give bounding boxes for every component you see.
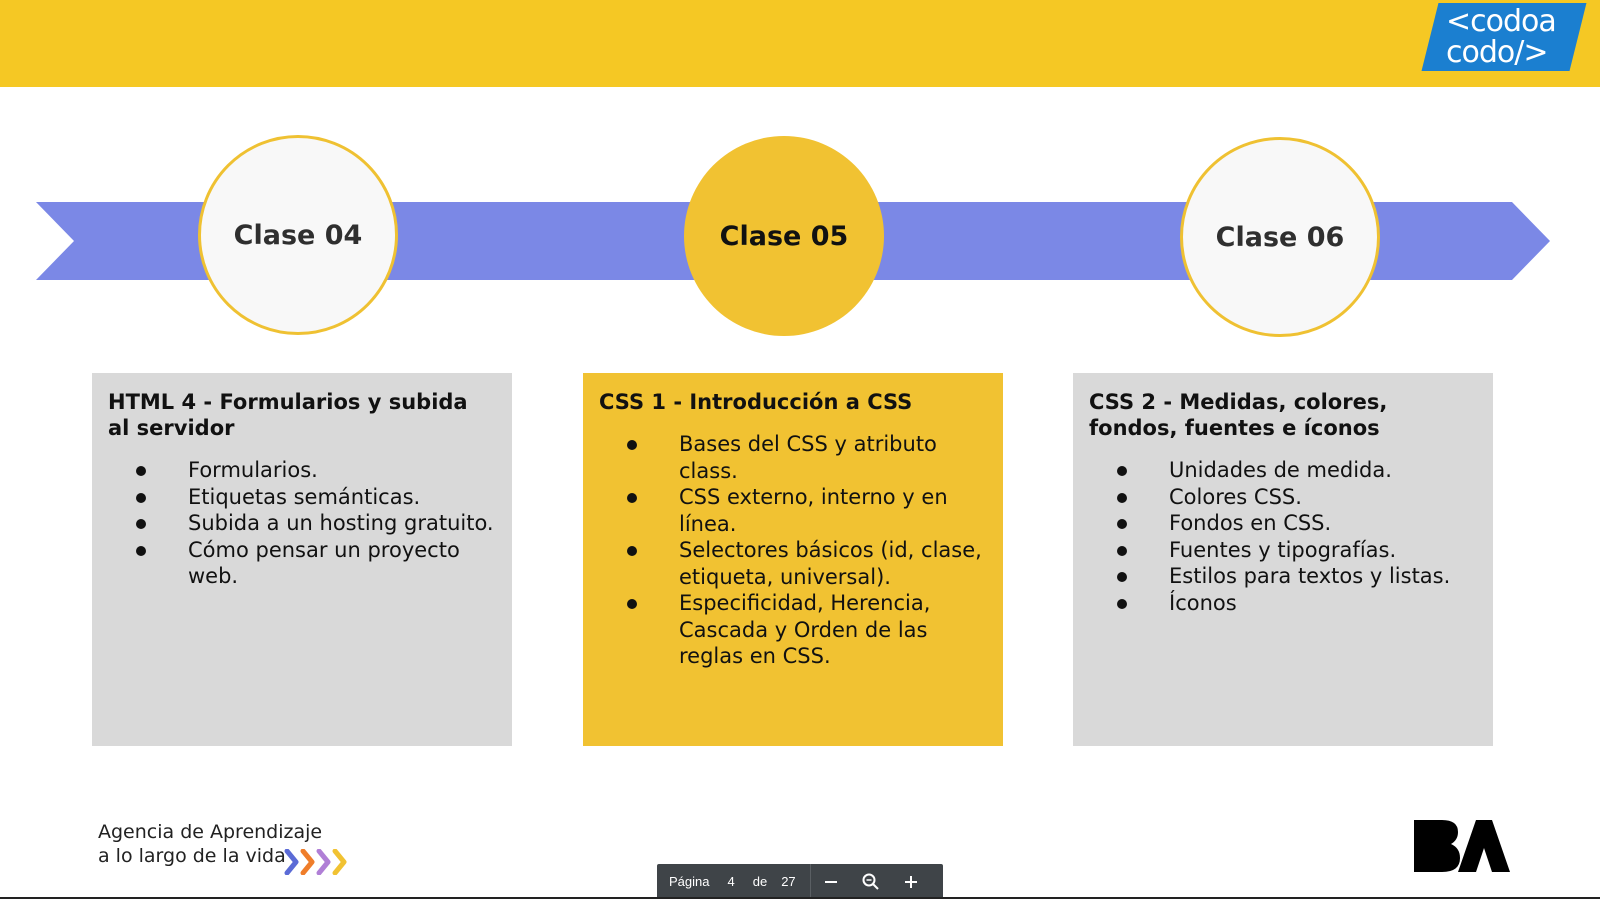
timeline-label: Clase 05 [719, 220, 849, 252]
bullet-icon [627, 599, 637, 609]
bullet-icon [1117, 519, 1127, 529]
list-item: Fuentes y tipografías. [1089, 537, 1477, 564]
bullet-icon [136, 519, 146, 529]
bullet-icon [627, 493, 637, 503]
zoom-icon [862, 873, 879, 890]
zoom-button[interactable] [851, 864, 891, 899]
zoom-in-button[interactable] [891, 864, 931, 899]
top-bar [0, 0, 1600, 87]
bullet-icon [136, 545, 146, 556]
agency-line-2: a lo largo de la vida [98, 845, 286, 867]
list-item: Estilos para textos y listas. [1089, 563, 1477, 590]
list-item: Unidades de medida. [1089, 457, 1477, 484]
card-list: Unidades de medida. Colores CSS. Fondos … [1089, 457, 1477, 616]
agency-line-1: Agencia de Aprendizaje [98, 821, 323, 843]
card-title: CSS 1 - Introducción a CSS [599, 390, 913, 414]
page-navigation-toolbar: Página 4 de 27 [657, 864, 943, 899]
list-item: CSS externo, interno y en línea. [599, 484, 987, 537]
bullet-icon [136, 466, 146, 476]
minus-icon [824, 880, 837, 883]
page-label: Página [669, 874, 710, 889]
toolbar-divider [809, 864, 811, 899]
bullet-icon [1117, 466, 1127, 476]
list-item: Cómo pensar un proyecto web. [108, 537, 496, 590]
list-item: Colores CSS. [1089, 484, 1477, 511]
list-item: Etiquetas semánticas. [108, 484, 496, 511]
timeline-circle-clase-04: Clase 04 [198, 135, 398, 335]
zoom-out-button[interactable] [811, 864, 851, 899]
logo-line-2: codo/> [1446, 35, 1549, 70]
list-item: Selectores básicos (id, clase, etiqueta,… [599, 537, 987, 590]
card-title: CSS 2 - Medidas, colores, fondos, fuente… [1089, 390, 1388, 440]
card-list: Formularios. Etiquetas semánticas. Subid… [108, 457, 496, 590]
logo-line-1: <codoa [1446, 4, 1557, 39]
bullet-icon [136, 492, 146, 503]
chevrons-icon [284, 849, 347, 875]
bottom-divider [0, 897, 1600, 899]
list-item: Fondos en CSS. [1089, 510, 1477, 537]
bullet-icon [1117, 572, 1127, 582]
card-title: HTML 4 - Formularios y subida al servido… [108, 390, 468, 440]
codoacodo-logo-text: <codoa codo/> [1446, 6, 1576, 68]
card-clase-04: HTML 4 - Formularios y subida al servido… [92, 373, 512, 746]
page-total: 27 [781, 874, 796, 889]
page-number-input[interactable]: 4 [727, 874, 735, 889]
card-clase-05: CSS 1 - Introducción a CSS Bases del CSS… [583, 373, 1003, 746]
bullet-icon [1117, 492, 1127, 503]
bullet-icon [1117, 545, 1127, 556]
bullet-icon [627, 440, 637, 450]
card-clase-06: CSS 2 - Medidas, colores, fondos, fuente… [1073, 373, 1493, 746]
agency-footer-text: Agencia de Aprendizaje a lo largo de la … [98, 820, 322, 868]
page-of-label: de [752, 874, 768, 889]
timeline-circle-clase-06: Clase 06 [1180, 137, 1380, 337]
timeline-label: Clase 04 [233, 219, 363, 251]
timeline-label: Clase 06 [1215, 221, 1345, 253]
ba-logo-icon [1414, 820, 1510, 872]
bullet-icon [627, 546, 637, 556]
list-item: Especificidad, Herencia, Cascada y Orden… [599, 590, 987, 670]
list-item: Íconos [1089, 590, 1477, 617]
list-item: Formularios. [108, 457, 496, 484]
list-item: Bases del CSS y atributo class. [599, 431, 987, 484]
list-item: Subida a un hosting gratuito. [108, 510, 496, 537]
timeline-circle-clase-05: Clase 05 [684, 136, 884, 336]
plus-icon [904, 875, 917, 888]
bullet-icon [1117, 598, 1127, 609]
card-list: Bases del CSS y atributo class. CSS exte… [599, 431, 987, 670]
